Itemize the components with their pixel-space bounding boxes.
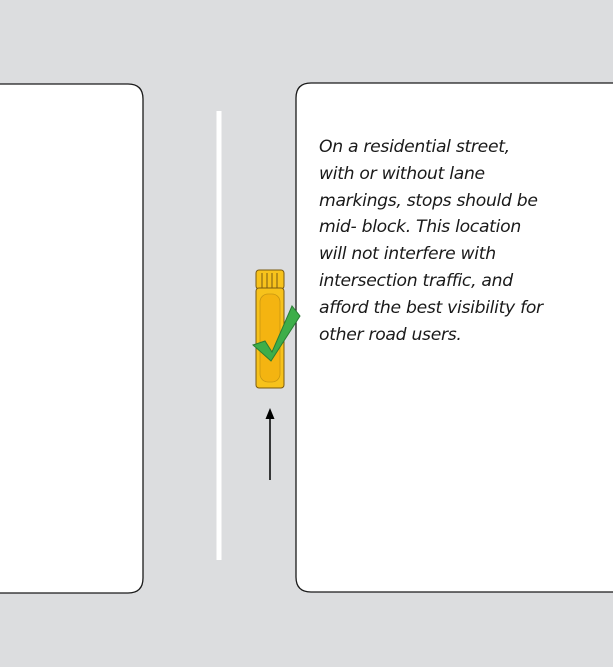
caption-text: On a residential street, with or without… bbox=[319, 134, 613, 348]
caption-line: with or without lane bbox=[319, 163, 485, 184]
school-bus-icon bbox=[255, 269, 285, 389]
right-block bbox=[295, 82, 613, 593]
caption-line: mid- block. This location bbox=[319, 217, 521, 238]
caption-line: markings, stops should be bbox=[319, 190, 538, 211]
left-block bbox=[0, 83, 144, 594]
caption-line: will not interfere with bbox=[319, 244, 496, 265]
caption-line: afford the best visibility for bbox=[319, 297, 543, 318]
checkmark-icon bbox=[252, 305, 301, 362]
caption-line: other road users. bbox=[319, 324, 462, 345]
caption-line: intersection traffic, and bbox=[319, 270, 513, 291]
caption-line: On a residential street, bbox=[319, 137, 510, 157]
arrow-up-icon bbox=[265, 408, 275, 480]
